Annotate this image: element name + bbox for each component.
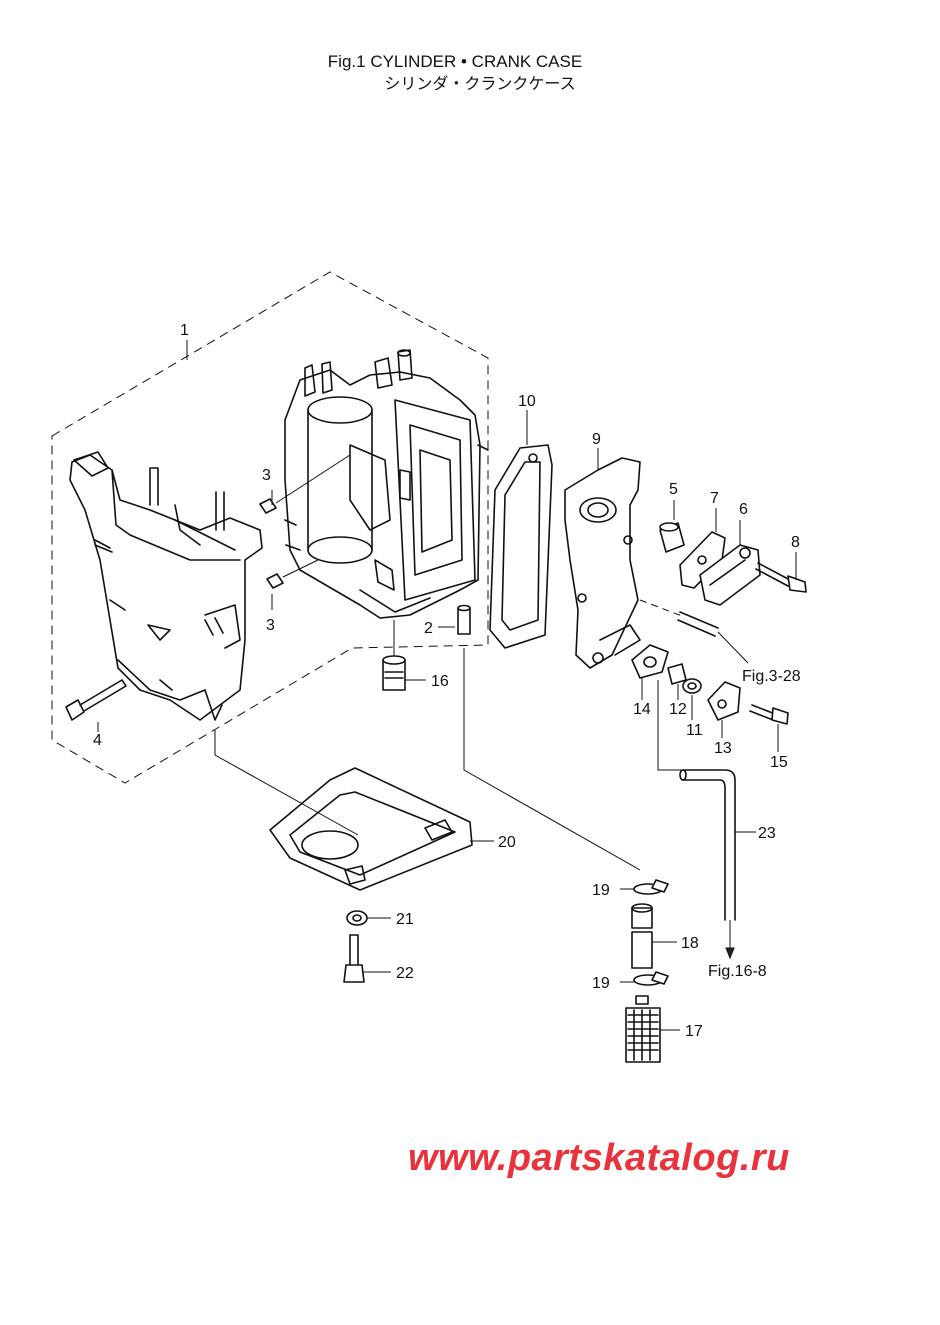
reference-fig-16-8: Fig.16-8 [708,963,767,980]
clip-19-lower [633,971,669,986]
watermark: www.partskatalog.ru [408,1137,790,1179]
callout-18: 18 [681,935,699,952]
part-5-fitting [659,522,685,553]
callout-16: 16 [431,673,449,690]
assembly-outline-1 [51,271,489,784]
part-12-fitting [667,663,687,685]
leader-crankcase-to-gasket-20 [214,730,359,836]
callout-1: 1 [180,322,189,339]
callout-5: 5 [669,481,678,498]
part-16-fitting [382,655,406,691]
dowel-pin-3-lower [266,559,319,589]
figure-title: Fig.1 CYLINDER • CRANK CASE [327,52,583,71]
bolt-4 [65,679,127,721]
dowel-pin-3-upper [259,454,351,514]
callout-22: 22 [396,965,414,982]
gasket-14 [631,644,669,679]
callout-3-lower: 3 [266,617,275,634]
callout-21: 21 [396,911,414,928]
crank-case [69,451,263,721]
pin-2 [457,604,471,635]
figure-title-japanese: シリンダ・クランクケース [384,74,576,93]
hose-23 [679,769,736,960]
filter-17 [625,995,661,1063]
pipe-fig-3-28 [639,599,749,664]
callout-4: 4 [93,732,102,749]
callout-20: 20 [498,834,516,851]
leader-cover-to-hose-23 [657,680,683,771]
gasket-10 [489,444,553,649]
callout-11: 11 [686,722,703,739]
cover-13 [707,681,741,721]
bolt-8 [755,562,807,593]
cover-9 [564,457,641,669]
callout-14: 14 [633,701,651,718]
callout-12: 12 [669,701,687,718]
gasket-20 [269,767,473,891]
cover-6 [699,544,761,606]
callout-19-lower: 19 [592,975,610,992]
hose-18 [631,903,653,969]
bolt-22 [343,934,365,983]
reference-fig-3-28: Fig.3-28 [742,668,801,685]
callout-10: 10 [518,393,536,410]
bolt-15 [749,704,789,725]
callout-19-upper: 19 [592,882,610,899]
callout-15: 15 [770,754,788,771]
callout-8: 8 [791,534,800,551]
callout-23: 23 [758,825,776,842]
washer-21 [346,910,368,926]
washer-11 [682,678,702,694]
callout-3-upper: 3 [262,467,271,484]
clip-19-upper [633,879,669,895]
callout-9: 9 [592,431,601,448]
callout-17: 17 [685,1023,703,1040]
cylinder-block [284,349,489,619]
leader-pin-2-to-clip-19 [463,648,641,871]
callout-7: 7 [710,490,719,507]
callout-2: 2 [424,620,433,637]
callout-6: 6 [739,501,748,518]
callout-13: 13 [714,740,732,757]
